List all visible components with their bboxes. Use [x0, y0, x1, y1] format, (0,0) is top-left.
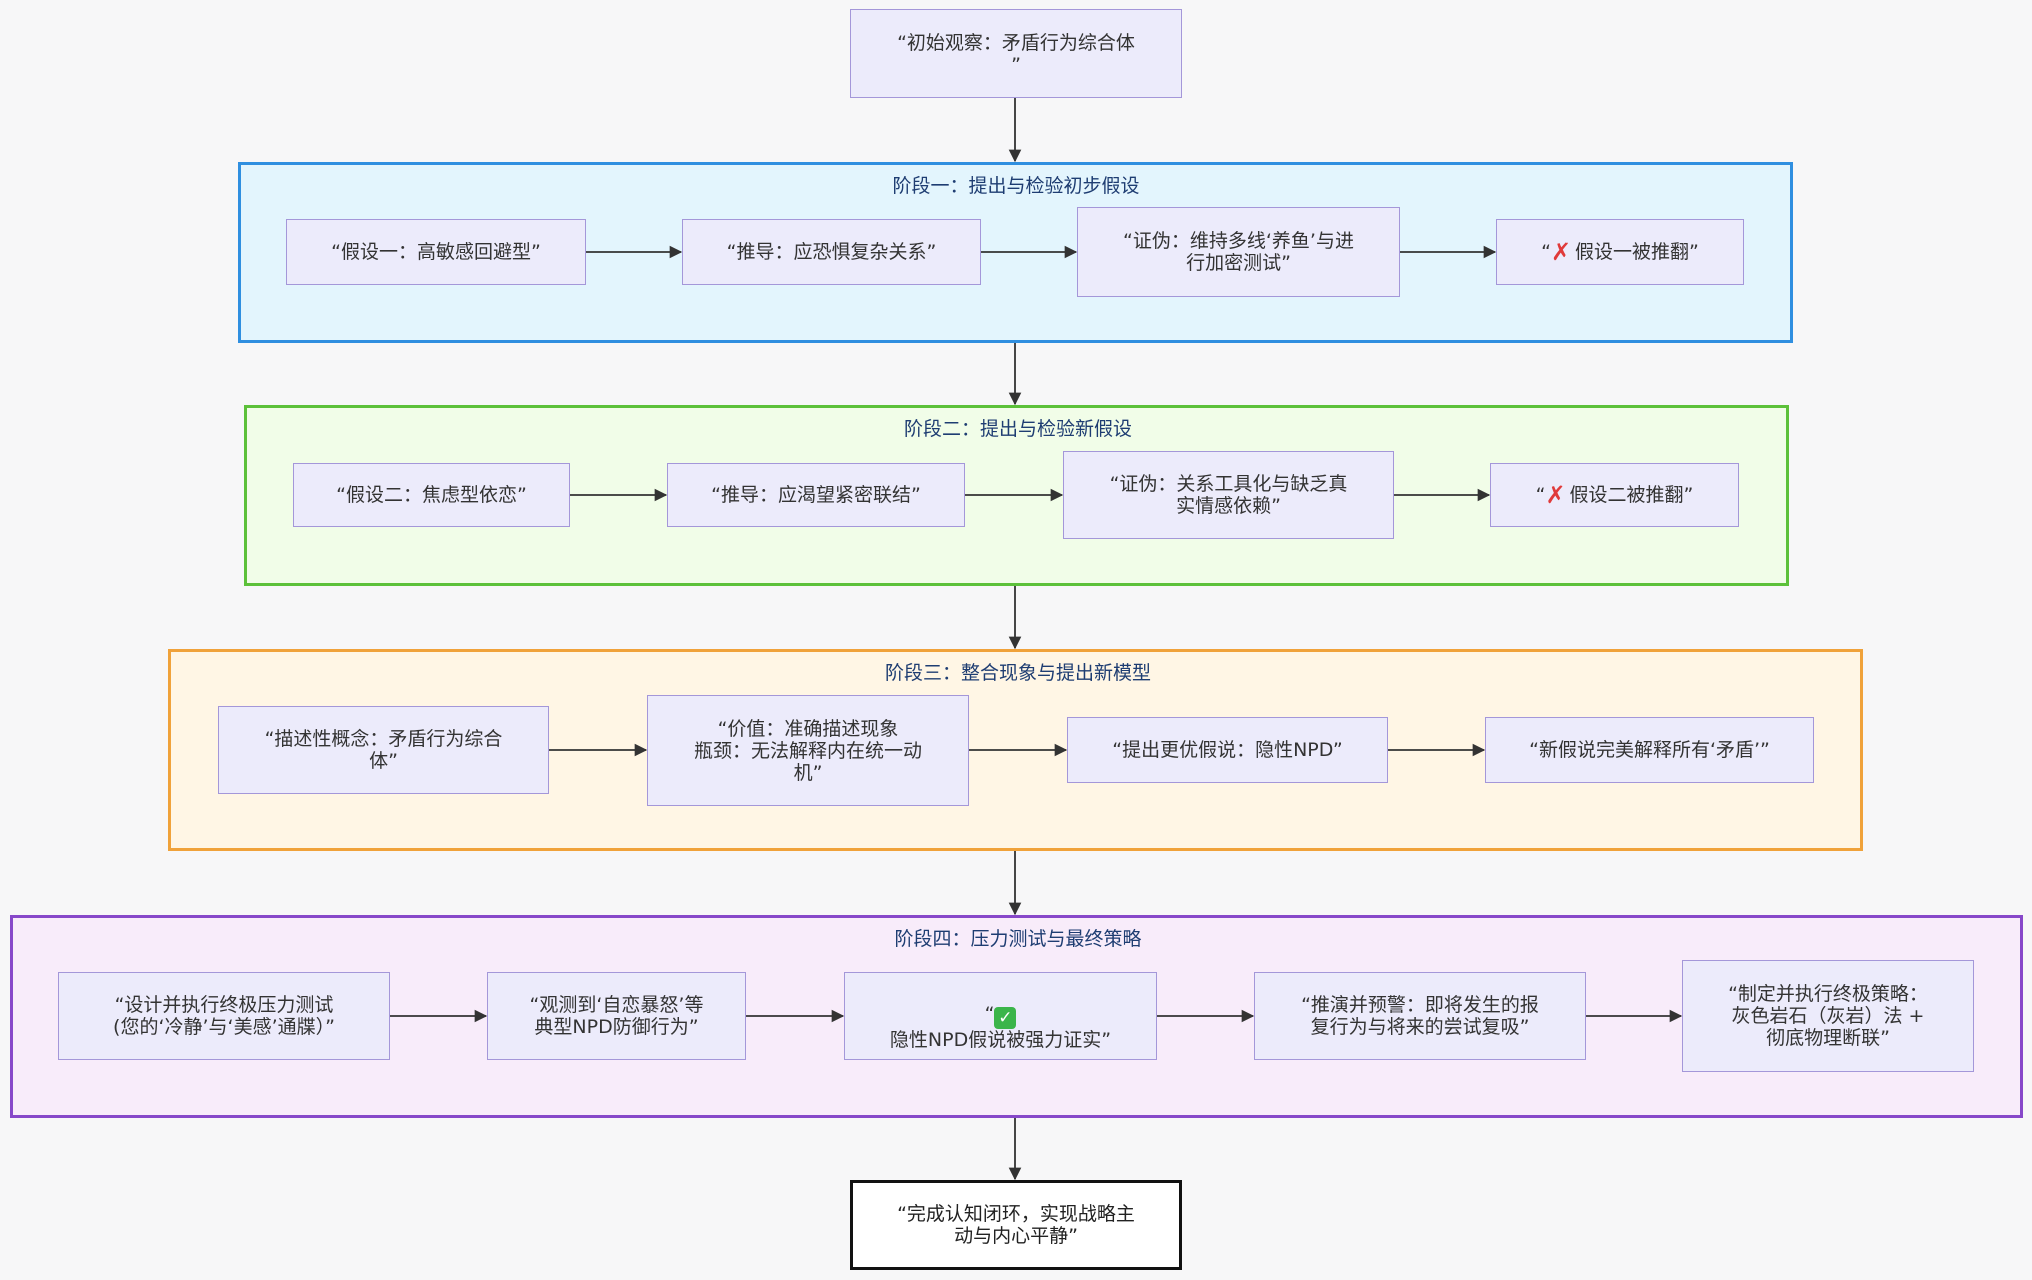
stage-4-node-confirmed[interactable]: “✓ 隐性NPD假说被强力证实” — [844, 972, 1157, 1060]
stage-3-node-concept[interactable]: “描述性概念：矛盾行为综合 体” — [218, 706, 549, 794]
stage-4-node-stress-test[interactable]: “设计并执行终极压力测试 (您的‘冷静’与‘美感’通牒）” — [58, 972, 390, 1060]
cross-mark-icon: ✗ — [1550, 238, 1572, 266]
stage-1-node-deduction[interactable]: “推导：应恐惧复杂关系” — [682, 219, 981, 285]
stage-1-node-falsification[interactable]: “证伪：维持多线‘养鱼’与进 行加密测试” — [1077, 207, 1400, 297]
stage-3-title: 阶段三：整合现象与提出新模型 — [884, 662, 1151, 684]
start-node[interactable]: “初始观察：矛盾行为综合体 ” — [850, 9, 1182, 98]
check-mark-icon: ✓ — [994, 1007, 1017, 1029]
end-node[interactable]: “完成认知闭环，实现战略主 动与内心平静” — [850, 1180, 1182, 1270]
cross-mark-icon: ✗ — [1545, 481, 1566, 509]
stage-2-node-rejected[interactable]: “✗假设二被推翻” — [1490, 463, 1739, 527]
stage-3-node-value-bottleneck[interactable]: “价值：准确描述现象 瓶颈：无法解释内在统一动 机” — [647, 695, 969, 806]
stage-4-node-forecast[interactable]: “推演并预警：即将发生的报 复行为与将来的尝试复吸” — [1254, 972, 1586, 1060]
quote-open: “ — [1541, 241, 1551, 263]
stage-1-title: 阶段一：提出与检验初步假设 — [892, 175, 1140, 197]
stage-1-node-rejected[interactable]: “✗假设一被推翻” — [1496, 219, 1744, 285]
stage-2-node-hypothesis[interactable]: “假设二：焦虑型依恋” — [293, 463, 570, 527]
stage-2-node-deduction[interactable]: “推导：应渴望紧密联结” — [667, 463, 965, 527]
stage-3-node-new-hypothesis[interactable]: “提出更优假说：隐性NPD” — [1067, 717, 1388, 783]
stage-1-node-hypothesis[interactable]: “假设一：高敏感回避型” — [286, 219, 586, 285]
node-label: 假设二被推翻” — [1569, 484, 1694, 506]
node-label: 假设一被推翻” — [1575, 241, 1699, 263]
stage-4-node-observed-defense[interactable]: “观测到‘自恋暴怒’等 典型NPD防御行为” — [487, 972, 746, 1060]
quote-open: “ — [984, 1003, 995, 1025]
stage-4-node-final-strategy[interactable]: “制定并执行终极策略： 灰色岩石（灰岩）法 + 彻底物理断联” — [1682, 960, 1974, 1072]
stage-3-node-explains-all[interactable]: “新假说完美解释所有‘矛盾’” — [1485, 717, 1814, 783]
node-label: 隐性NPD假说被强力证实” — [889, 1029, 1112, 1051]
stage-4-title: 阶段四：压力测试与最终策略 — [894, 928, 1142, 950]
stage-2-title: 阶段二：提出与检验新假设 — [903, 418, 1132, 440]
stage-2-node-falsification[interactable]: “证伪：关系工具化与缺乏真 实情感依赖” — [1063, 451, 1394, 539]
quote-open: “ — [1535, 484, 1546, 506]
